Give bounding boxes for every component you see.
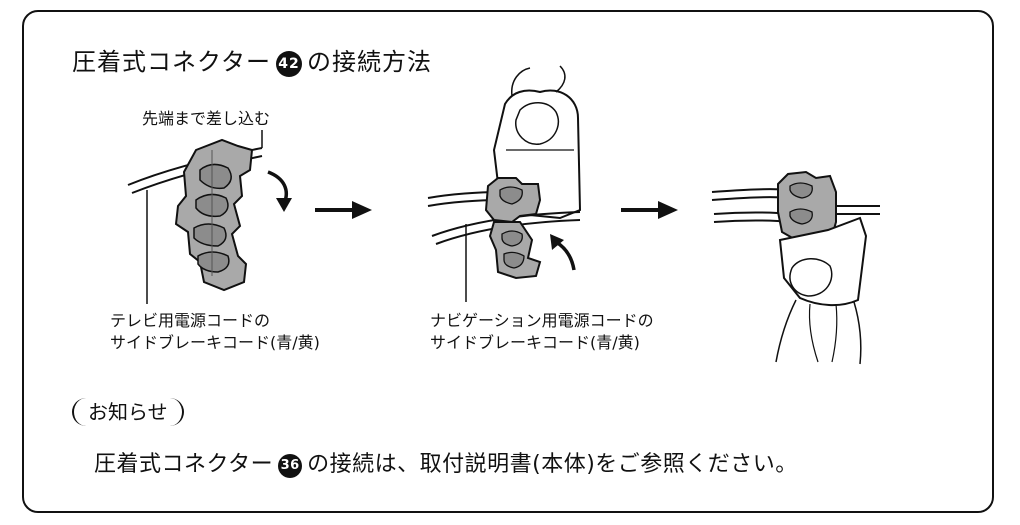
flow-arrow-1 [315,201,372,219]
step2-caption-line2: サイドブレーキコード(青/黄) [430,333,640,352]
title-text: 圧着式コネクター [72,48,272,76]
connector-number-badge-36: 36 [278,454,303,478]
step1-callout-label: 先端まで差し込む [142,109,271,128]
step1-caption-line2: サイドブレーキコード(青/黄) [110,333,320,352]
step3-illustration [711,170,880,365]
notice-text-prefix: 圧着式コネクター [94,452,274,477]
step2-caption-line1: ナビゲーション用電源コードの [430,311,654,330]
content-frame [22,10,994,513]
step1-caption-line1: テレビ用電源コードの [110,311,271,330]
notice-heading: お知らせ [72,398,184,426]
step2-illustration [427,65,582,302]
title-suffix: の接続方法 [307,48,433,76]
flow-arrow-2 [621,201,678,219]
notice-text-suffix: の接続は、取付説明書(本体)をご参照ください。 [307,452,798,477]
connector-number-badge: 42 [276,51,303,77]
step1-illustration [127,130,292,304]
